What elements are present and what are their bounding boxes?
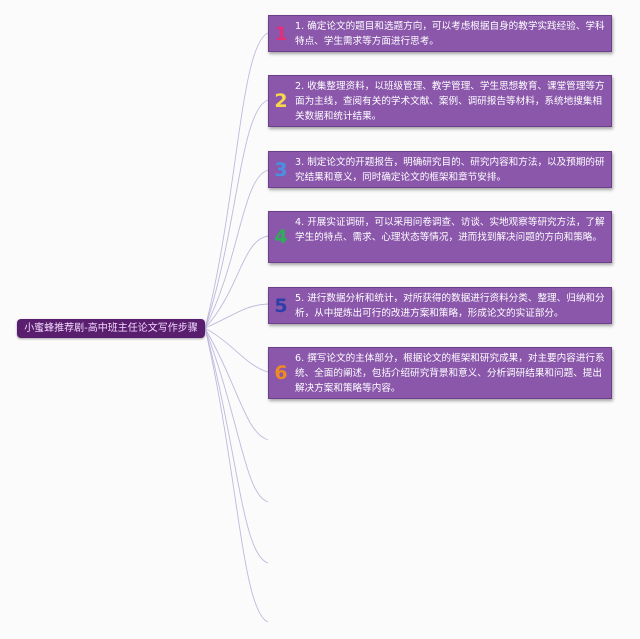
step-text-6: 6. 撰写论文的主体部分，根据论文的框架和研究成果，对主要内容进行系统、全面的阐… xyxy=(295,353,605,394)
connector-5 xyxy=(204,303,269,329)
step-number-2: 2 xyxy=(274,90,288,112)
root-node[interactable]: 小蜜蜂推荐剧-高中班主任论文写作步骤 xyxy=(17,319,205,338)
step-node-4[interactable]: 4 4. 开展实证调研，可以采用问卷调查、访谈、实地观察等研究方法，了解学生的特… xyxy=(268,211,612,263)
connector-9 xyxy=(204,327,269,564)
step-node-2[interactable]: 2 2. 收集整理资料，以班级管理、教学管理、学生思想教育、课堂管理等方面为主线… xyxy=(268,75,612,127)
connector-8 xyxy=(204,327,269,503)
step-text-4: 4. 开展实证调研，可以采用问卷调查、访谈、实地观察等研究方法，了解学生的特点、… xyxy=(295,217,605,243)
step-number-4: 4 xyxy=(274,226,288,248)
root-label: 小蜜蜂推荐剧-高中班主任论文写作步骤 xyxy=(24,323,198,334)
connector-10 xyxy=(204,327,269,623)
connector-2 xyxy=(204,99,269,329)
step-text-3: 3. 制定论文的开题报告，明确研究目的、研究内容和方法，以及预期的研究结果和意义… xyxy=(295,157,605,183)
step-text-5: 5. 进行数据分析和统计，对所获得的数据进行资料分类、整理、归纳和分析，从中提炼… xyxy=(295,293,605,319)
connector-3 xyxy=(204,169,269,329)
step-number-5: 5 xyxy=(274,294,288,317)
connector-6 xyxy=(204,327,269,373)
connector-1 xyxy=(204,32,269,329)
step-node-1[interactable]: 1 1. 确定论文的题目和选题方向，可以考虑根据自身的教学实践经验、学科特点、学… xyxy=(268,15,612,52)
connector-7 xyxy=(204,327,269,441)
step-number-6: 6 xyxy=(274,362,288,384)
step-text-1: 1. 确定论文的题目和选题方向，可以考虑根据自身的教学实践经验、学科特点、学生需… xyxy=(295,21,605,47)
step-number-1: 1 xyxy=(274,22,288,45)
step-node-6[interactable]: 6 6. 撰写论文的主体部分，根据论文的框架和研究成果，对主要内容进行系统、全面… xyxy=(268,347,612,399)
step-number-3: 3 xyxy=(274,158,288,181)
step-text-2: 2. 收集整理资料，以班级管理、教学管理、学生思想教育、课堂管理等方面为主线，查… xyxy=(295,81,605,122)
step-node-3[interactable]: 3 3. 制定论文的开题报告，明确研究目的、研究内容和方法，以及预期的研究结果和… xyxy=(268,151,612,188)
step-node-5[interactable]: 5 5. 进行数据分析和统计，对所获得的数据进行资料分类、整理、归纳和分析，从中… xyxy=(268,287,612,324)
connector-4 xyxy=(204,235,269,329)
